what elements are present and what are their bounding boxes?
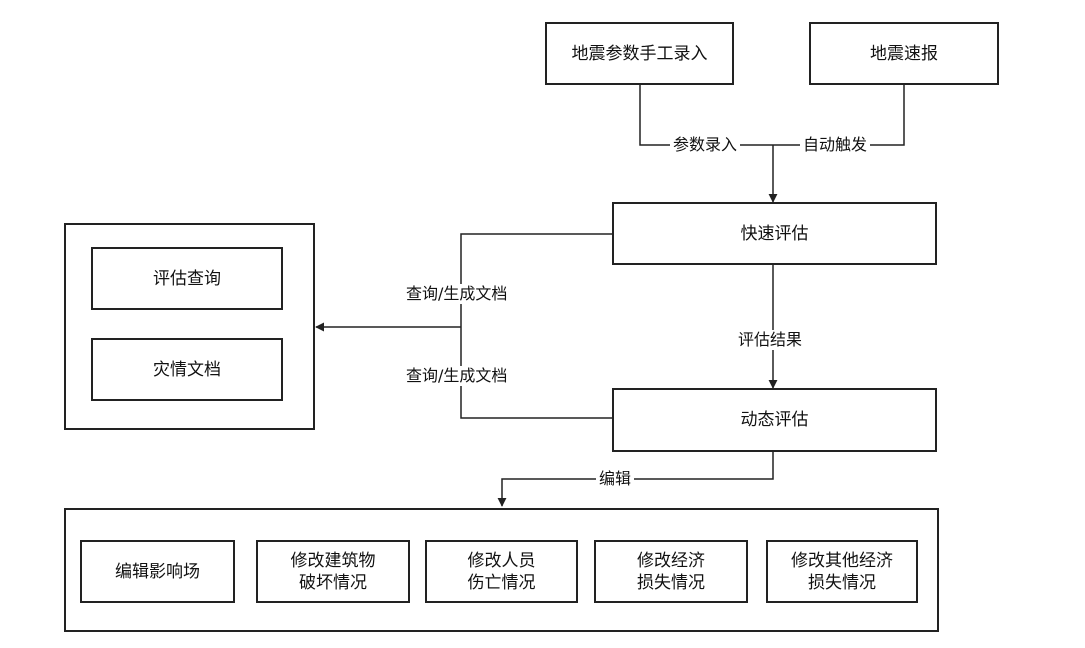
edit-item-other-economic-loss: 修改其他经济 损失情况 xyxy=(766,540,918,603)
edit-item-label: 修改人员 伤亡情况 xyxy=(467,550,536,593)
disaster-doc-label: 灾情文档 xyxy=(153,359,221,380)
quick-assess-label: 快速评估 xyxy=(740,223,809,244)
manual-input-label: 地震参数手工录入 xyxy=(571,43,708,64)
disaster-doc-box: 灾情文档 xyxy=(91,338,283,401)
edit-item-building-damage: 修改建筑物 破坏情况 xyxy=(256,540,410,603)
assess-query-label: 评估查询 xyxy=(153,268,221,289)
edge-label-auto-trigger: 自动触发 xyxy=(800,135,871,155)
quick-report-box: 地震速报 xyxy=(809,22,999,85)
connector-quick-to-docs xyxy=(460,233,612,419)
arrow-to-edit-panel xyxy=(497,452,774,507)
quick-assess-box: 快速评估 xyxy=(612,202,937,265)
assess-query-box: 评估查询 xyxy=(91,247,283,310)
manual-input-box: 地震参数手工录入 xyxy=(545,22,734,85)
quick-report-label: 地震速报 xyxy=(870,43,938,64)
edit-item-label: 修改经济 损失情况 xyxy=(637,550,705,593)
docs-panel xyxy=(64,223,315,430)
edge-label-param-input: 参数录入 xyxy=(670,135,741,155)
edit-item-label: 编辑影响场 xyxy=(115,561,200,582)
edge-label-assess-result: 评估结果 xyxy=(735,330,806,350)
edit-item-label: 修改建筑物 破坏情况 xyxy=(290,550,376,593)
edit-panel xyxy=(64,508,939,632)
dynamic-assess-label: 动态评估 xyxy=(740,410,809,430)
dynamic-assess-box: 动态评估 xyxy=(612,388,937,452)
edge-label-query-doc-bottom: 查询/生成文档 xyxy=(403,366,511,386)
edge-label-query-doc-top: 查询/生成文档 xyxy=(403,284,511,304)
edit-item-economic-loss: 修改经济 损失情况 xyxy=(594,540,748,603)
edge-label-edit: 编辑 xyxy=(596,469,635,489)
edit-item-influence-field: 编辑影响场 xyxy=(80,540,235,603)
edit-item-casualties: 修改人员 伤亡情况 xyxy=(425,540,578,603)
edit-item-label: 修改其他经济 损失情况 xyxy=(791,550,893,593)
